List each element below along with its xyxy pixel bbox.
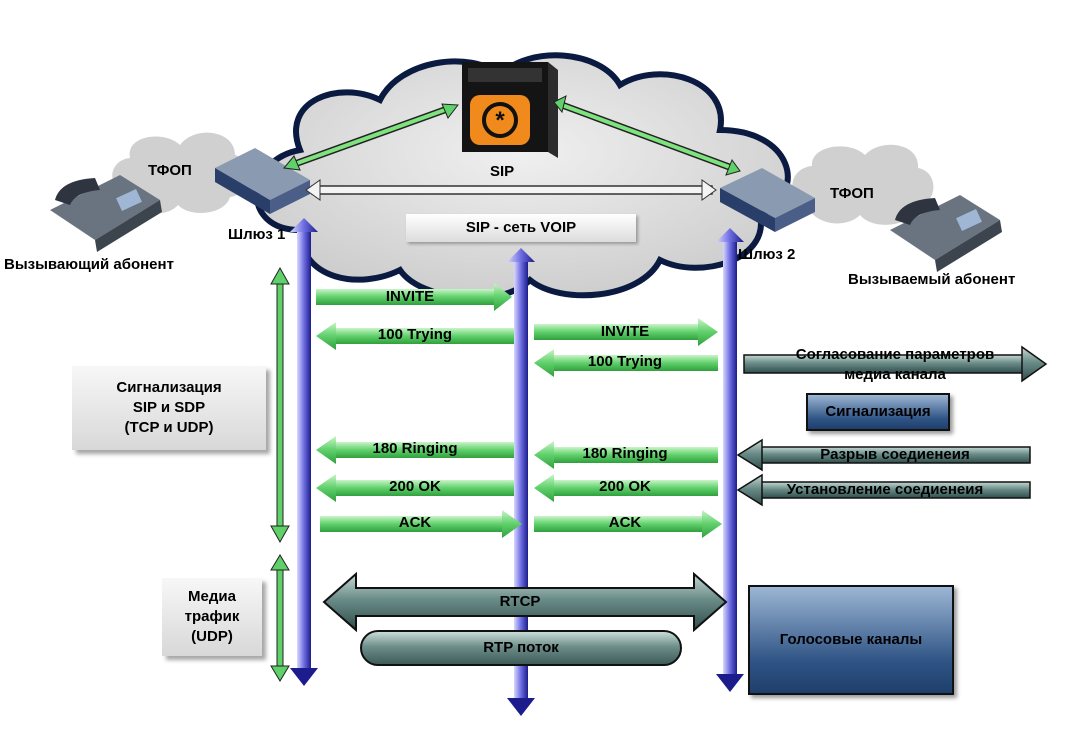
msg-right-100-trying-label: 100 Trying	[587, 353, 663, 370]
voip-network-label: SIP - сеть VOIP	[406, 214, 636, 242]
rtp-stream-pill: RTP поток	[360, 630, 682, 666]
msg-right-100-trying	[534, 349, 718, 377]
media-line-2: трафик	[184, 608, 240, 625]
caller-label: Вызывающий абонент	[4, 256, 174, 273]
callee-label: Вызываемый абонент	[848, 271, 1016, 288]
signaling-line-3: (TCP и UDP)	[124, 419, 214, 436]
legend-negotiation-label: Согласование параметров медиа канала	[760, 345, 1030, 385]
msg-right-200-ok-label: 200 OK	[599, 478, 651, 495]
msg-left-invite-label: INVITE	[385, 288, 435, 305]
gateway-2-label: Шлюз 2	[738, 246, 796, 263]
msg-left-100-trying-label: 100 Trying	[377, 326, 453, 343]
msg-right-200-ok	[534, 474, 718, 502]
legend-negotiation-arrow	[743, 345, 1048, 383]
pstn-cloud-right	[792, 144, 934, 225]
legend-disconnect-label: Разрыв соедиенеия	[820, 446, 970, 463]
lifeline-gateway-2	[716, 228, 744, 692]
pstn-right-label: ТФОП	[830, 185, 874, 202]
legend-signaling-box: Сигнализация	[806, 393, 950, 431]
lifeline-gateway-1	[290, 218, 318, 686]
link-gw1-gw2	[305, 179, 717, 201]
gateway-right-icon	[720, 168, 815, 232]
msg-left-200-ok	[316, 474, 514, 502]
media-range-arrow	[270, 554, 290, 682]
sip-server-icon: *	[462, 62, 558, 158]
gateway-left-icon	[215, 148, 310, 214]
msg-right-invite-label: INVITE	[600, 323, 650, 340]
pstn-left-label: ТФОП	[148, 162, 192, 179]
msg-left-100-trying	[316, 322, 514, 350]
msg-left-invite	[316, 283, 512, 311]
msg-left-ack	[320, 510, 522, 538]
rtcp-arrow	[322, 571, 728, 633]
signaling-protocols-box: Сигнализация SIP и SDP (TCP и UDP)	[72, 366, 266, 450]
rtcp-label: RTCP	[499, 593, 541, 610]
msg-right-180-ringing	[534, 441, 718, 469]
msg-right-180-ringing-label: 180 Ringing	[582, 445, 668, 462]
signaling-range-arrow	[270, 266, 290, 544]
signaling-line-1: Сигнализация	[116, 379, 222, 396]
signaling-line-2: SIP и SDP	[132, 399, 206, 416]
msg-left-ack-label: ACK	[398, 514, 432, 531]
msg-right-invite	[534, 318, 718, 346]
svg-text:*: *	[495, 107, 505, 134]
phone-right-icon	[890, 195, 1002, 272]
phone-left-icon	[50, 175, 162, 252]
legend-connect-arrow	[736, 473, 1031, 507]
msg-left-180-ringing	[316, 436, 514, 464]
legend-disconnect-arrow	[736, 438, 1031, 472]
legend-connect-label: Установление соедиенеия	[786, 481, 984, 498]
msg-right-ack-label: ACK	[608, 514, 642, 531]
media-line-1: Медиа	[188, 588, 236, 605]
gateway-1-label: Шлюз 1	[228, 226, 286, 243]
msg-left-200-ok-label: 200 OK	[389, 478, 441, 495]
legend-negotiation-line-1: Согласование параметров	[795, 346, 995, 363]
media-traffic-box: Медиа трафик (UDP)	[162, 578, 262, 656]
link-gw1-server	[283, 103, 459, 171]
link-server-gw2	[553, 95, 741, 176]
voice-channels-box: Голосовые каналы	[748, 585, 954, 695]
media-line-3: (UDP)	[191, 628, 233, 645]
sip-server-label: SIP	[490, 163, 515, 180]
legend-negotiation-line-2: медиа канала	[844, 366, 946, 383]
msg-right-ack	[534, 510, 722, 538]
msg-left-180-ringing-label: 180 Ringing	[372, 440, 458, 457]
